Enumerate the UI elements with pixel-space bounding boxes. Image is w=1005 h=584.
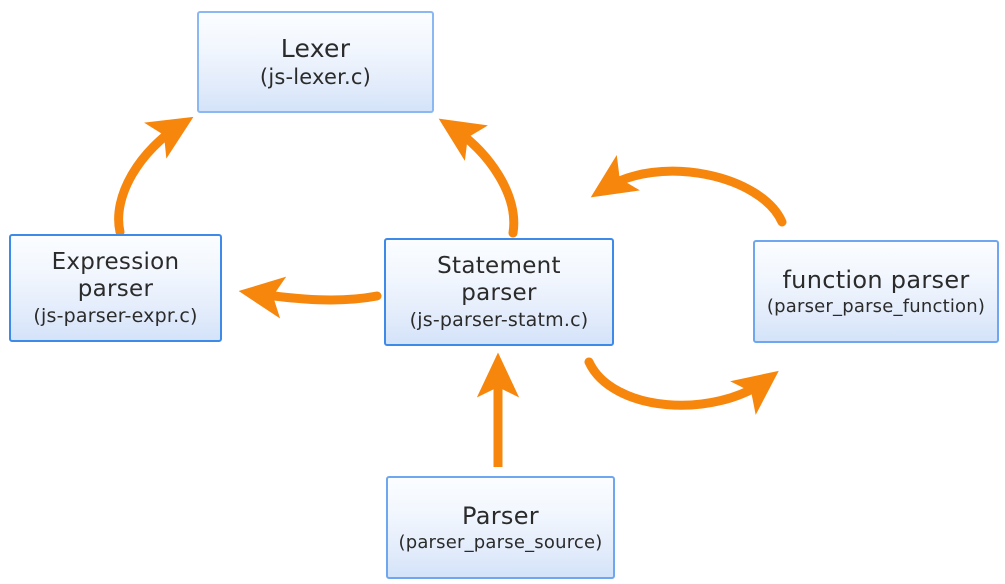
node-parser[interactable]: Parser (parser_parse_source) (386, 476, 615, 579)
node-expression-parser-title-line2: parser (77, 275, 154, 302)
node-expression-parser-subtitle: (js-parser-expr.c) (33, 304, 198, 327)
node-lexer-subtitle: (js-lexer.c) (259, 65, 372, 90)
edge-statement-to-expression (238, 276, 382, 319)
edge-function-to-statement (590, 155, 787, 227)
node-expression-parser-title: Expression (51, 248, 180, 275)
node-function-parser-subtitle: (parser_parse_function) (766, 296, 986, 318)
node-statement-parser[interactable]: Statement parser (js-parser-statm.c) (384, 238, 614, 346)
node-lexer[interactable]: Lexer (js-lexer.c) (197, 11, 434, 113)
node-statement-parser-title-line2: parser (461, 279, 537, 306)
node-parser-subtitle: (parser_parse_source) (398, 532, 603, 554)
node-lexer-title: Lexer (280, 33, 351, 63)
node-statement-parser-subtitle: (js-parser-statm.c) (409, 308, 589, 331)
edge-statement-to-function (584, 357, 779, 415)
node-statement-parser-title: Statement (437, 252, 561, 279)
node-function-parser-title: function parser (782, 265, 970, 294)
edge-expression-to-lexer (114, 116, 194, 237)
node-function-parser[interactable]: function parser (parser_parse_function) (753, 240, 999, 343)
node-expression-parser[interactable]: Expression parser (js-parser-expr.c) (9, 234, 222, 342)
edge-statement-to-lexer (438, 118, 519, 238)
node-parser-title: Parser (462, 501, 539, 530)
